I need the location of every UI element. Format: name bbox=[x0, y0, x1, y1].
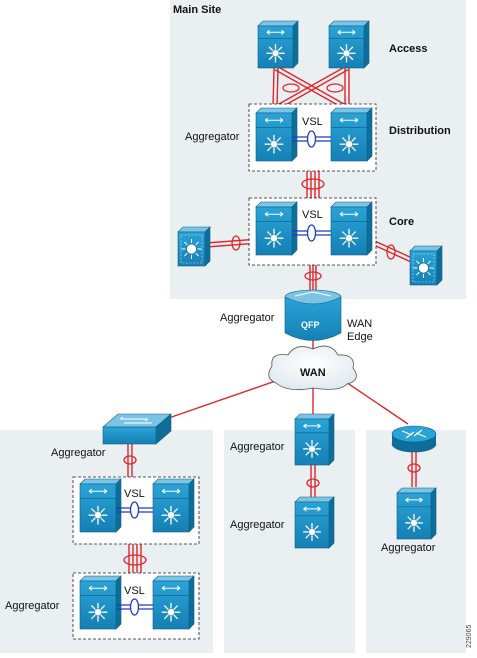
access-switch-left bbox=[257, 20, 299, 69]
link-line bbox=[276, 69, 349, 111]
aggregator-label-middle-top: Aggregator bbox=[230, 441, 285, 453]
vsl-label-branch-upper: VSL bbox=[124, 488, 145, 500]
aggregator-label-branch-vss: Aggregator bbox=[5, 600, 60, 612]
branch-vss-upper-left bbox=[79, 478, 122, 533]
aggregator-label-distribution: Aggregator bbox=[185, 131, 240, 143]
link-line bbox=[336, 375, 409, 425]
etherchannel-ring bbox=[301, 178, 325, 190]
vsl-label-distribution: VSL bbox=[302, 116, 323, 128]
branch-middle-switch-top bbox=[294, 413, 335, 466]
branch-right-router bbox=[391, 425, 437, 453]
main-site-title: Main Site bbox=[173, 4, 222, 16]
link-line bbox=[370, 243, 416, 265]
etherchannel-ring bbox=[231, 235, 241, 251]
etherchannel-ring bbox=[306, 478, 320, 488]
distribution-switch-right bbox=[330, 107, 373, 162]
link-line bbox=[159, 375, 291, 422]
etherchannel-ring bbox=[304, 271, 322, 281]
aggregator-label-branch-switch: Aggregator bbox=[51, 447, 106, 459]
branch-vss-upper-right bbox=[152, 478, 195, 533]
core-switch-right bbox=[330, 201, 373, 256]
qfp-router bbox=[284, 289, 342, 341]
vsl-link-distribution bbox=[292, 130, 331, 148]
vsl-link-branch-lower bbox=[116, 598, 153, 616]
aggregator-label-middle-bottom: Aggregator bbox=[230, 519, 285, 531]
devices bbox=[79, 20, 443, 630]
wan-edge-label-line1: WAN bbox=[347, 318, 373, 330]
vsl-label-branch-lower: VSL bbox=[124, 585, 145, 597]
branch-right-switch bbox=[396, 487, 437, 540]
wan-edge-label-line2: Edge bbox=[347, 331, 373, 343]
branch-site-middle-panel bbox=[224, 430, 355, 653]
aggregator-label-wan-edge: Aggregator bbox=[220, 312, 275, 324]
tier-label-access: Access bbox=[389, 43, 428, 55]
branch-middle-switch-bottom bbox=[294, 496, 335, 549]
vsl-link-core bbox=[292, 224, 331, 242]
wan-cloud bbox=[268, 345, 357, 391]
link-line bbox=[274, 69, 347, 111]
link-marks bbox=[116, 83, 421, 616]
qfp-label: QFP bbox=[301, 320, 320, 330]
link-line bbox=[276, 65, 349, 107]
tier-label-distribution: Distribution bbox=[389, 125, 451, 137]
distribution-switch-left bbox=[255, 107, 298, 162]
link-line bbox=[274, 65, 347, 107]
etherchannel-ring bbox=[326, 83, 344, 93]
tier-label-core: Core bbox=[389, 216, 415, 228]
vsl-label-core: VSL bbox=[302, 209, 323, 221]
figure-id: 229065 bbox=[466, 624, 473, 648]
link-line bbox=[272, 67, 275, 108]
wan-cloud-label: WAN bbox=[300, 367, 326, 379]
etherchannel-ring bbox=[407, 463, 421, 473]
service-module-right bbox=[409, 245, 443, 286]
vsl-link-branch-upper bbox=[116, 501, 153, 519]
branch-vss-lower-right bbox=[152, 575, 195, 630]
aggregator-label-right: Aggregator bbox=[381, 542, 436, 554]
link-line bbox=[276, 68, 279, 109]
access-switch-right bbox=[328, 20, 370, 69]
branch-vss-lower-left bbox=[79, 575, 122, 630]
branch-switch-left bbox=[102, 413, 172, 445]
etherchannel-ring bbox=[386, 244, 396, 260]
etherchannel-ring bbox=[123, 554, 147, 566]
core-switch-left bbox=[255, 201, 298, 256]
service-module-left bbox=[177, 226, 211, 267]
etherchannel-ring bbox=[282, 83, 300, 93]
etherchannel-ring bbox=[123, 455, 137, 465]
